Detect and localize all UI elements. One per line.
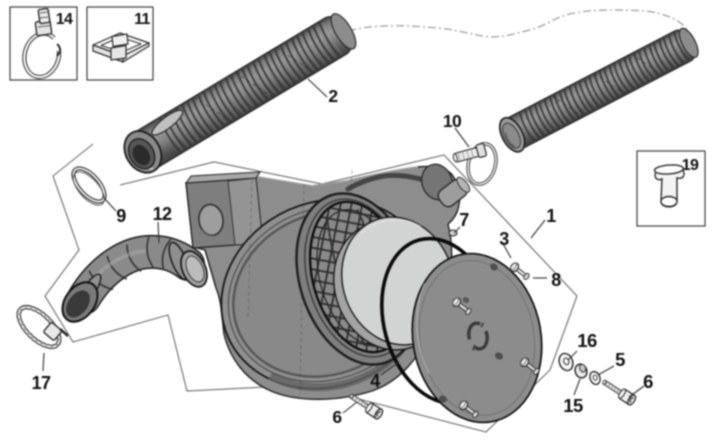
svg-text:1: 1 bbox=[546, 206, 556, 226]
svg-text:11: 11 bbox=[134, 11, 150, 28]
svg-text:3: 3 bbox=[499, 229, 509, 249]
svg-text:10: 10 bbox=[443, 111, 462, 131]
svg-text:17: 17 bbox=[32, 373, 51, 393]
svg-text:14: 14 bbox=[56, 11, 73, 28]
svg-text:8: 8 bbox=[551, 270, 561, 290]
svg-text:7: 7 bbox=[459, 210, 469, 230]
svg-text:12: 12 bbox=[153, 204, 172, 224]
svg-text:19: 19 bbox=[682, 157, 699, 174]
svg-text:6: 6 bbox=[643, 371, 653, 392]
svg-text:9: 9 bbox=[116, 206, 126, 226]
svg-text:15: 15 bbox=[563, 395, 583, 416]
svg-text:2: 2 bbox=[328, 86, 338, 106]
svg-text:16: 16 bbox=[577, 330, 597, 351]
svg-text:5: 5 bbox=[615, 349, 625, 370]
svg-text:6: 6 bbox=[332, 407, 342, 427]
svg-text:4: 4 bbox=[370, 371, 380, 391]
